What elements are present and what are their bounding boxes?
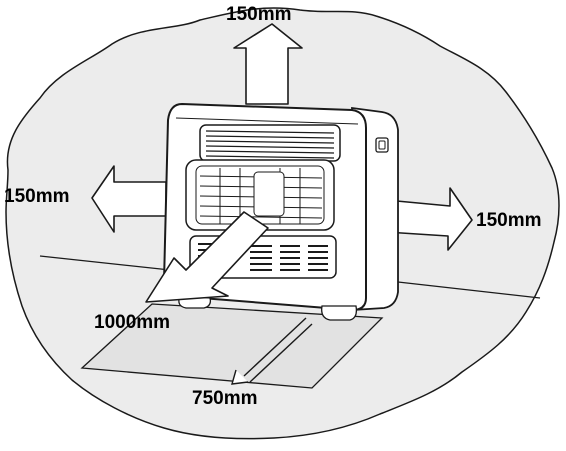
floor-width-label: 750mm: [192, 388, 258, 409]
front-clearance-arrow: [145, 211, 269, 303]
wall-floor-line-right: [397, 281, 541, 299]
top-clearance-arrow: [233, 23, 303, 105]
floor-clearance-mat: [80, 303, 384, 389]
floor-depth-arrow: [231, 317, 313, 385]
wall-floor-line-left: [39, 255, 171, 271]
left-clearance-arrow: [91, 165, 167, 233]
front-clearance-label: 1000mm: [94, 312, 171, 333]
top-clearance-label: 150mm: [226, 4, 292, 25]
right-clearance-label: 150mm: [476, 210, 542, 231]
left-clearance-label: 150mm: [4, 186, 70, 207]
